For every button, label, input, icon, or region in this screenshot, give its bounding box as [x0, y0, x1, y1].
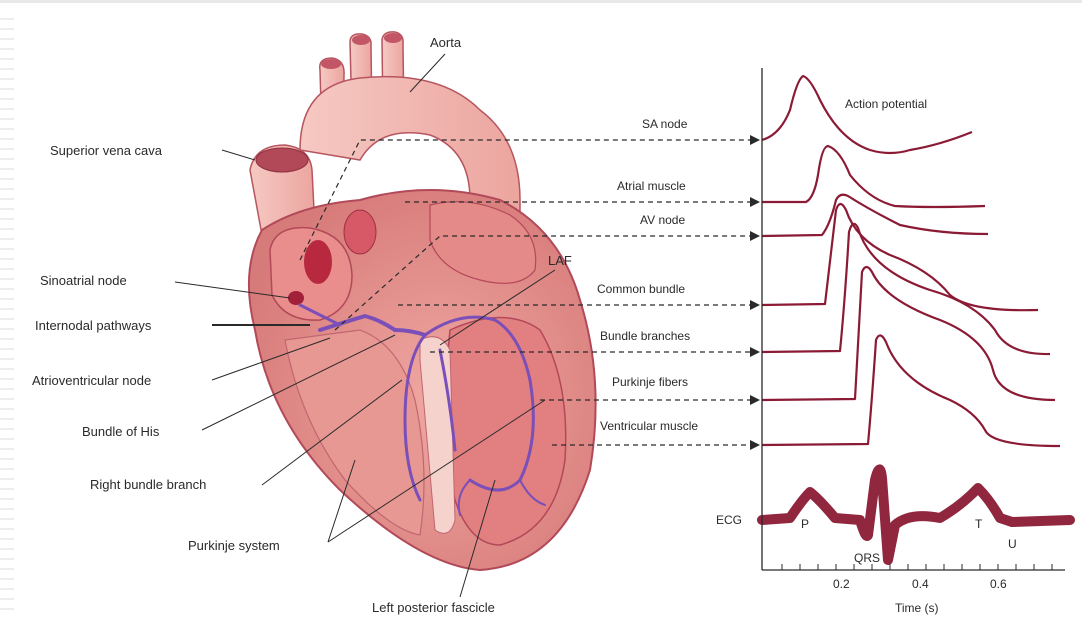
- leader-superior-vena-cava: [222, 150, 255, 160]
- arrowhead-av-node: [750, 231, 760, 241]
- arrowheads: [750, 135, 760, 450]
- label-atrial-muscle: Atrial muscle: [617, 179, 686, 193]
- label-purkinje-fibers: Purkinje fibers: [612, 375, 688, 389]
- arrowhead-bundle-branches: [750, 347, 760, 357]
- label-ventricular-muscle: Ventricular muscle: [600, 419, 698, 433]
- arrowhead-atrial-muscle: [750, 197, 760, 207]
- label-bundle-branches: Bundle branches: [600, 329, 690, 343]
- label-left-posterior-fascicle: Left posterior fascicle: [372, 600, 495, 615]
- sinoatrial-node-spot: [288, 291, 304, 305]
- trace-sa-node: [762, 76, 972, 153]
- trace-atrial-muscle: [762, 146, 985, 207]
- action-potential-traces: [762, 76, 1060, 446]
- branch-opening-3: [384, 33, 402, 43]
- label-internodal-pathways: Internodal pathways: [35, 318, 152, 333]
- heart-illustration: [249, 32, 596, 570]
- label-common-bundle: Common bundle: [597, 282, 685, 296]
- trace-purkinje-fibers: [762, 267, 1055, 400]
- label-atrioventricular-node: Atrioventricular node: [32, 373, 151, 388]
- atrium-opening-2: [344, 210, 376, 254]
- label-right-bundle-branch: Right bundle branch: [90, 477, 206, 492]
- label-action-potential: Action potential: [845, 97, 927, 111]
- branch-opening-2: [352, 35, 370, 45]
- x-tick-0-6: 0.6: [990, 577, 1007, 591]
- x-axis-minor-ticks: [782, 564, 1052, 570]
- branch-opening-1: [321, 59, 341, 69]
- trace-common-bundle: [762, 204, 1038, 310]
- vena-cava-opening: [256, 148, 308, 172]
- trace-av-node: [762, 195, 988, 236]
- label-sinoatrial-node: Sinoatrial node: [40, 273, 127, 288]
- label-av-node: AV node: [640, 213, 685, 227]
- ecg-t-wave: T: [975, 517, 983, 531]
- x-tick-0-2: 0.2: [833, 577, 850, 591]
- arrowhead-sa-node: [750, 135, 760, 145]
- x-tick-0-4: 0.4: [912, 577, 929, 591]
- x-axis-label: Time (s): [895, 601, 939, 615]
- ecg-label: ECG: [716, 513, 742, 527]
- ecg-trace-group: ECG P QRS T U: [716, 469, 1070, 565]
- arrowhead-ventricular-muscle: [750, 440, 760, 450]
- label-aorta: Aorta: [430, 35, 462, 50]
- ecg-trace: [762, 469, 1070, 560]
- label-laf: LAF: [548, 253, 572, 268]
- arrowhead-common-bundle: [750, 300, 760, 310]
- ecg-u-wave: U: [1008, 537, 1017, 551]
- label-sa-node: SA node: [642, 117, 688, 131]
- trace-bundle-branches: [762, 224, 1050, 354]
- label-bundle-of-his: Bundle of His: [82, 424, 160, 439]
- label-superior-vena-cava: Superior vena cava: [50, 143, 163, 158]
- ecg-p-wave: P: [801, 517, 809, 531]
- ecg-qrs-complex: QRS: [854, 551, 880, 565]
- arrowhead-purkinje-fibers: [750, 395, 760, 405]
- atrium-opening-1: [304, 240, 332, 284]
- label-purkinje-system: Purkinje system: [188, 538, 280, 553]
